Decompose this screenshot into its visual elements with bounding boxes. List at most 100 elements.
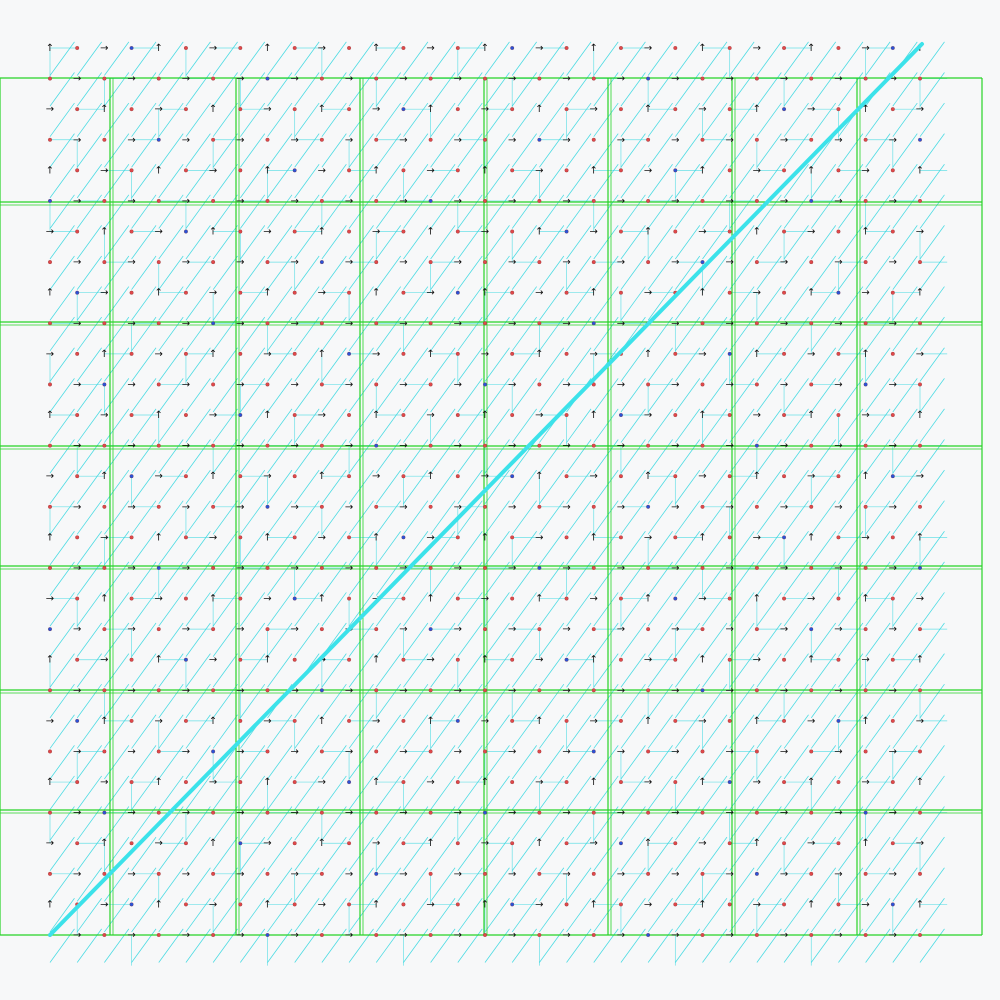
lattice-node [782, 841, 787, 846]
arrow-right-mark: → [182, 318, 190, 329]
arrow-right-mark: → [698, 227, 706, 238]
lattice-node [918, 260, 922, 265]
lattice-node [646, 382, 651, 387]
lattice-node [347, 229, 352, 234]
lattice-segment [158, 653, 184, 688]
arrow-right-mark: → [916, 227, 924, 238]
lattice-node [591, 504, 596, 509]
lattice-node [564, 902, 569, 907]
lattice-segment [212, 867, 238, 902]
lattice-segment [919, 775, 945, 810]
lattice-node [727, 413, 732, 417]
lattice-segment [185, 469, 211, 504]
lattice-segment [158, 41, 184, 76]
lattice-segment [158, 439, 184, 474]
lattice-node [428, 810, 433, 815]
arrow-right-mark: → [535, 410, 543, 421]
arrow-up-mark: ↑ [535, 104, 543, 115]
arrow-up-mark: ↑ [263, 165, 271, 176]
lattice-segment [919, 255, 945, 290]
lattice-node [156, 137, 161, 142]
lattice-segment [49, 745, 75, 780]
lattice-segment [702, 225, 728, 260]
lattice-segment [756, 745, 782, 780]
arrow-right-mark: → [889, 318, 897, 329]
lattice-node [401, 841, 406, 846]
lattice-segment [729, 775, 755, 810]
lattice-segment [756, 836, 782, 872]
lattice-segment [593, 378, 619, 413]
lattice-segment [647, 836, 673, 872]
lattice-segment [702, 102, 728, 137]
lattice-node [754, 627, 759, 632]
lattice-segment [239, 500, 266, 535]
arrow-right-mark: → [127, 869, 135, 880]
lattice-segment [539, 500, 565, 535]
lattice-segment [511, 622, 537, 657]
lattice-node [564, 229, 569, 234]
lattice-segment [158, 347, 184, 382]
arrow-right-mark: → [725, 624, 733, 635]
lattice-segment [729, 898, 755, 933]
lattice-segment [430, 347, 456, 382]
arrow-right-mark: → [562, 746, 570, 757]
lattice-node [863, 688, 868, 693]
lattice-node [374, 443, 379, 448]
arrow-up-mark: ↑ [372, 410, 380, 421]
lattice-segment [212, 439, 238, 474]
arrow-right-mark: → [508, 563, 516, 574]
lattice-node [75, 229, 80, 234]
arrow-right-mark: → [454, 563, 462, 574]
lattice-node [347, 413, 352, 417]
arrow-up-mark: ↑ [100, 838, 108, 849]
lattice-node [564, 535, 569, 540]
lattice-segment [892, 133, 918, 168]
lattice-node [156, 749, 161, 754]
arrow-right-mark: → [617, 441, 625, 452]
lattice-segment [647, 806, 673, 841]
arrow-right-mark: → [889, 74, 897, 85]
lattice-node [183, 290, 188, 295]
arrow-right-mark: → [290, 502, 298, 513]
lattice-node [75, 290, 80, 295]
lattice-node [836, 718, 841, 723]
arrow-right-mark: → [617, 930, 625, 941]
arrow-right-mark: → [780, 563, 788, 574]
arrow-right-mark: → [861, 655, 869, 666]
lattice-node [809, 443, 814, 448]
lattice-node [483, 321, 487, 326]
lattice-node [48, 260, 52, 265]
lattice-segment [702, 255, 728, 290]
arrow-right-mark: → [698, 349, 706, 360]
arrow-up-mark: ↑ [861, 838, 869, 849]
arrow-up-mark: ↑ [861, 227, 869, 238]
lattice-node [510, 780, 515, 785]
lattice-node [401, 107, 406, 112]
lattice-node [211, 76, 216, 81]
arrow-right-mark: → [127, 624, 135, 635]
arrow-up-mark: ↑ [916, 899, 924, 910]
arrow-right-mark: → [182, 441, 190, 452]
lattice-node [836, 902, 841, 907]
arrow-up-mark: ↑ [209, 471, 217, 482]
arrow-right-mark: → [73, 257, 81, 268]
lattice-node [319, 810, 324, 815]
lattice-segment [321, 745, 347, 780]
lattice-node [727, 229, 732, 234]
lattice-segment [321, 163, 347, 199]
lattice-segment [185, 378, 211, 413]
arrow-right-mark: → [834, 196, 842, 207]
lattice-node [700, 810, 705, 815]
arrow-up-mark: ↑ [46, 532, 54, 543]
lattice-segment [865, 867, 891, 902]
lattice-segment [783, 408, 809, 443]
lattice-segment [892, 745, 918, 780]
lattice-segment [647, 775, 673, 810]
lattice-segment [49, 592, 75, 627]
lattice-node [618, 290, 623, 295]
lattice-segment [919, 439, 945, 474]
lattice-segment [294, 163, 320, 199]
lattice-segment [294, 500, 320, 535]
lattice-segment [49, 102, 75, 137]
lattice-node [537, 382, 542, 387]
